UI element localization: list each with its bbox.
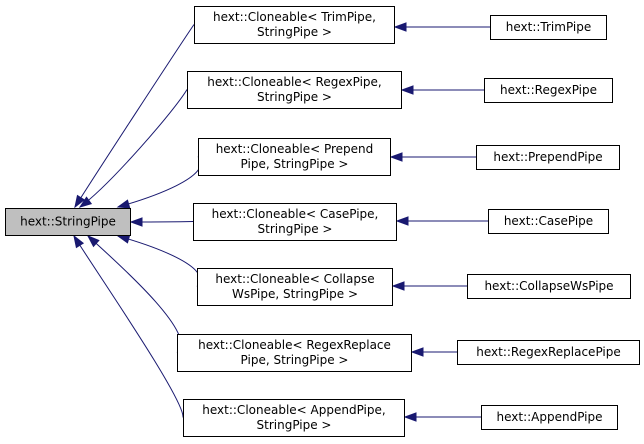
node-label-line: hext::Cloneable< RegexReplace bbox=[198, 338, 391, 352]
edge-prepend-pipe-to-c-prepend bbox=[389, 152, 476, 162]
arrow-head bbox=[74, 194, 86, 209]
node-label-line: hext::Cloneable< CasePipe, bbox=[212, 207, 379, 221]
node-label-line: hext::Cloneable< AppendPipe, bbox=[202, 403, 385, 417]
node-box bbox=[5, 208, 131, 236]
class-node-regex-pipe[interactable]: hext::RegexPipe bbox=[484, 78, 613, 103]
class-node-c-prepend[interactable]: hext::Cloneable< PrependPipe, StringPipe… bbox=[198, 138, 391, 176]
node-box bbox=[488, 209, 609, 234]
arrow-head bbox=[86, 235, 100, 248]
edge-c-regex-to-string-pipe bbox=[78, 89, 188, 208]
node-label-line: hext::StringPipe bbox=[20, 215, 116, 229]
arrow-head bbox=[410, 347, 424, 357]
class-node-prepend-pipe[interactable]: hext::PrependPipe bbox=[476, 145, 620, 170]
edge-c-prepend-to-string-pipe bbox=[116, 156, 202, 209]
edge-line bbox=[73, 235, 184, 418]
node-box bbox=[177, 334, 412, 372]
node-label-line: hext::AppendPipe bbox=[496, 410, 602, 424]
arrow-head bbox=[395, 216, 409, 226]
node-label-line: hext::RegexReplacePipe bbox=[476, 345, 621, 359]
node-box bbox=[490, 15, 607, 40]
class-node-collapse-ws-pipe[interactable]: hext::CollapseWsPipe bbox=[467, 274, 631, 299]
node-box bbox=[467, 274, 631, 299]
node-label-line: hext::Cloneable< RegexPipe, bbox=[207, 75, 381, 89]
edge-regex-replace-pipe-to-c-regex-replace bbox=[410, 347, 457, 357]
edge-line bbox=[117, 235, 201, 287]
node-label-line: hext::CasePipe bbox=[504, 214, 593, 228]
node-label-line: hext::Cloneable< TrimPipe, bbox=[213, 10, 376, 24]
node-label-line: Pipe, StringPipe > bbox=[241, 353, 349, 367]
class-node-c-collapse-ws[interactable]: hext::Cloneable< CollapseWsPipe, StringP… bbox=[197, 268, 393, 306]
root-node-string-pipe[interactable]: hext::StringPipe bbox=[5, 208, 131, 236]
class-node-c-case[interactable]: hext::Cloneable< CasePipe,StringPipe > bbox=[193, 203, 397, 241]
node-label-line: StringPipe > bbox=[257, 418, 332, 432]
node-box bbox=[198, 138, 391, 176]
class-node-regex-replace-pipe[interactable]: hext::RegexReplacePipe bbox=[457, 340, 640, 365]
arrow-head bbox=[116, 199, 131, 209]
class-node-c-regex-replace[interactable]: hext::Cloneable< RegexReplacePipe, Strin… bbox=[177, 334, 412, 372]
edge-c-trim-to-string-pipe bbox=[74, 24, 195, 209]
edge-regex-pipe-to-c-regex bbox=[400, 85, 484, 95]
edge-collapse-ws-pipe-to-c-collapse-ws bbox=[391, 281, 467, 291]
node-box bbox=[187, 71, 402, 109]
edge-line bbox=[117, 156, 202, 208]
class-node-case-pipe[interactable]: hext::CasePipe bbox=[488, 209, 609, 234]
node-label-line: hext::PrependPipe bbox=[493, 150, 602, 164]
node-label-line: StringPipe > bbox=[258, 222, 333, 236]
edge-c-append-to-string-pipe bbox=[73, 234, 184, 418]
node-label-line: hext::Cloneable< Prepend bbox=[216, 142, 374, 156]
edge-trim-pipe-to-c-trim bbox=[393, 22, 490, 32]
node-box bbox=[183, 399, 405, 437]
arrow-head bbox=[73, 234, 85, 249]
node-label-line: hext::RegexPipe bbox=[500, 83, 597, 97]
node-box bbox=[484, 78, 613, 103]
node-box bbox=[197, 268, 393, 306]
node-box bbox=[481, 405, 618, 430]
arrow-head bbox=[129, 217, 143, 227]
edge-line bbox=[79, 89, 188, 208]
node-box bbox=[457, 340, 640, 365]
arrow-head bbox=[116, 234, 131, 244]
arrow-head bbox=[400, 85, 414, 95]
arrow-head bbox=[403, 412, 417, 422]
node-box bbox=[476, 145, 620, 170]
edge-case-pipe-to-c-case bbox=[395, 216, 488, 226]
class-node-c-append[interactable]: hext::Cloneable< AppendPipe,StringPipe > bbox=[183, 399, 405, 437]
node-label-line: StringPipe > bbox=[257, 90, 332, 104]
arrow-head bbox=[389, 152, 403, 162]
class-node-trim-pipe[interactable]: hext::TrimPipe bbox=[490, 15, 607, 40]
class-node-append-pipe[interactable]: hext::AppendPipe bbox=[481, 405, 618, 430]
arrow-head bbox=[78, 196, 93, 208]
node-label-line: hext::CollapseWsPipe bbox=[484, 279, 613, 293]
nodes-layer: hext::StringPipe hext::Cloneable< TrimPip… bbox=[5, 6, 640, 437]
arrow-head bbox=[391, 281, 405, 291]
arrow-head bbox=[393, 22, 407, 32]
node-label-line: Pipe, StringPipe > bbox=[241, 157, 349, 171]
node-label-line: StringPipe > bbox=[257, 25, 332, 39]
node-label-line: WsPipe, StringPipe > bbox=[232, 287, 358, 301]
class-node-c-trim[interactable]: hext::Cloneable< TrimPipe,StringPipe > bbox=[194, 6, 395, 44]
node-box bbox=[193, 203, 397, 241]
edge-line bbox=[74, 24, 195, 208]
edge-append-pipe-to-c-append bbox=[403, 412, 481, 422]
edge-c-case-to-string-pipe bbox=[129, 217, 194, 227]
node-box bbox=[194, 6, 395, 44]
node-label-line: hext::Cloneable< Collapse bbox=[215, 272, 374, 286]
node-label-line: hext::TrimPipe bbox=[506, 20, 592, 34]
edge-c-collapse-ws-to-string-pipe bbox=[116, 234, 201, 287]
class-node-c-regex[interactable]: hext::Cloneable< RegexPipe,StringPipe > bbox=[187, 71, 402, 109]
